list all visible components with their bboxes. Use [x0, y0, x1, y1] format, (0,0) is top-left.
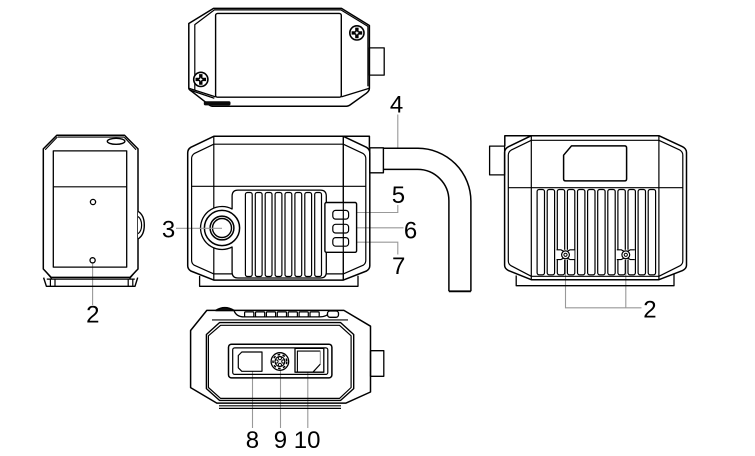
svg-text:2: 2 [86, 302, 99, 329]
svg-text:3: 3 [162, 217, 175, 244]
svg-text:2: 2 [643, 297, 656, 324]
svg-text:6: 6 [404, 218, 417, 245]
svg-text:9: 9 [274, 427, 287, 454]
svg-text:7: 7 [392, 253, 405, 280]
svg-text:5: 5 [392, 182, 405, 209]
svg-text:10: 10 [294, 427, 321, 454]
svg-text:8: 8 [246, 427, 259, 454]
svg-text:4: 4 [390, 92, 403, 119]
